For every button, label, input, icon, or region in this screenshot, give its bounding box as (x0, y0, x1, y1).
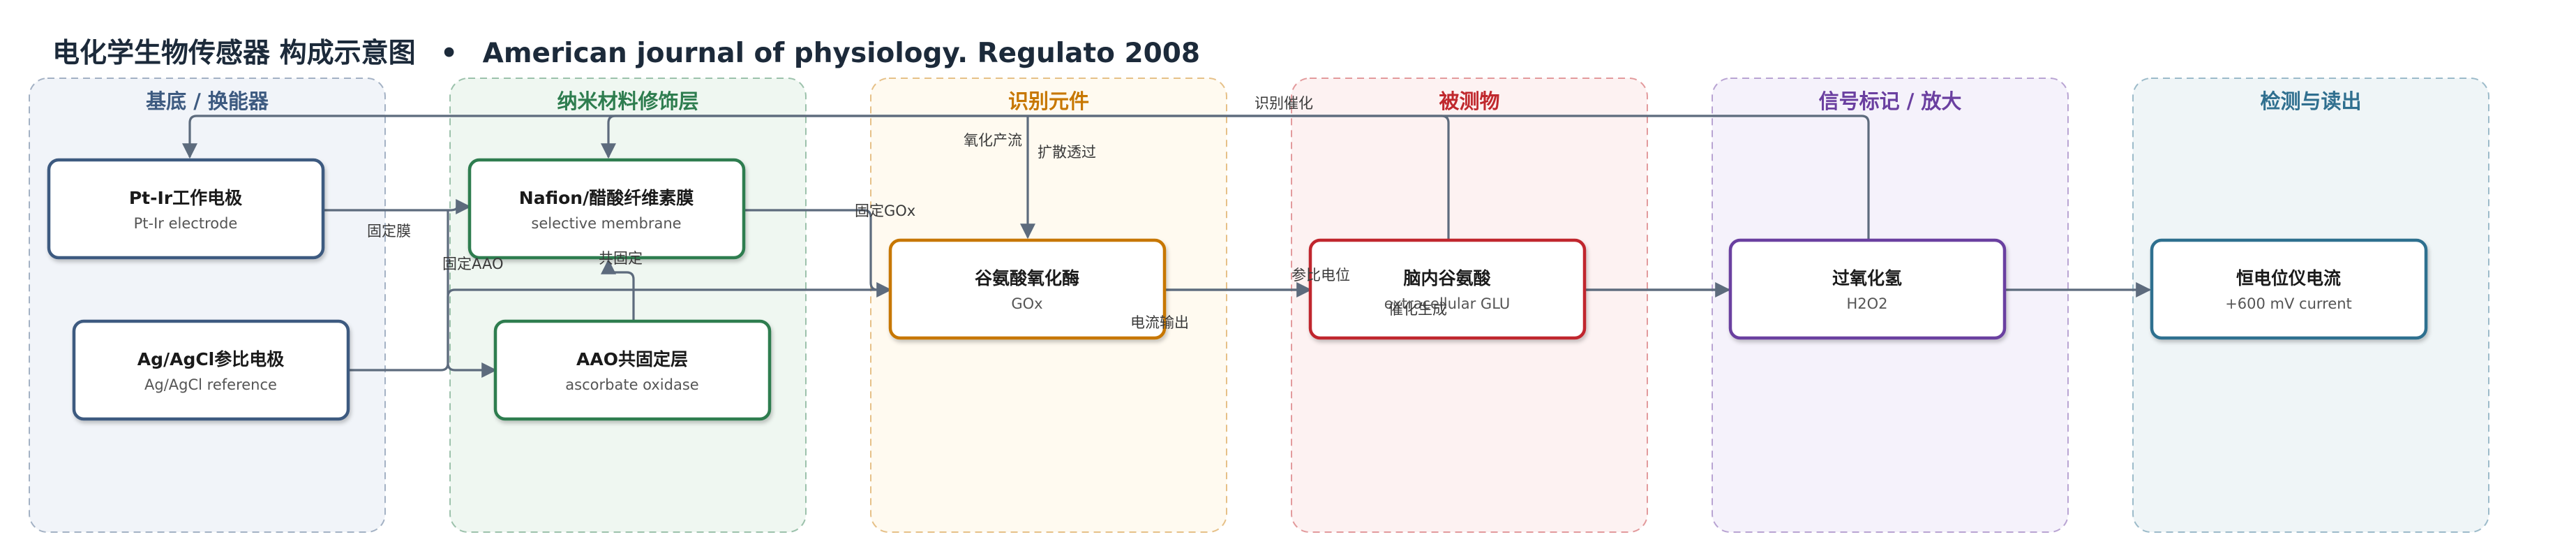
edge-label-recognize-catalyze: 识别催化 (1255, 95, 1313, 112)
group-substrate-bg (29, 78, 386, 533)
group-substrate: 基底 / 换能器 (29, 78, 386, 533)
node-potentiostat-current[interactable]: 恒电位仪电流 +600 mV current (2150, 238, 2428, 340)
node-glutamate-oxidase-box (888, 238, 1167, 340)
group-readout-label: 检测与读出 (2260, 89, 2361, 113)
edges-layer (182, 115, 2152, 378)
node-aao-layer-subtitle: ascorbate oxidase (565, 376, 698, 393)
node-nafion-membrane[interactable]: Nafion/醋酸纤维素膜 selective membrane (467, 158, 746, 260)
node-hydrogen-peroxide[interactable]: 过氧化氢 H2O2 (1728, 238, 2007, 340)
node-ag-agcl-reference-box (72, 319, 350, 421)
group-nanomaterial-bg (449, 78, 807, 533)
edge-label-fix-membrane: 固定膜 (367, 223, 411, 240)
node-ag-agcl-reference-title: Ag/AgCl参比电极 (137, 349, 285, 369)
node-aao-layer-box (493, 319, 772, 421)
edge-label-current-output: 电流输出 (1130, 314, 1189, 331)
node-potentiostat-current-box (2150, 238, 2428, 340)
diagram-title: 电化学生物传感器 构成示意图 • American journal of phy… (52, 38, 1200, 69)
edge-label-fix-gox: 固定GOx (855, 203, 915, 219)
edge-label-fix-aao: 固定AAO (442, 256, 503, 272)
node-potentiostat-current-subtitle: +600 mV current (2225, 295, 2352, 312)
node-hydrogen-peroxide-box (1728, 238, 2007, 340)
node-brain-glutamate-subtitle: extracellular GLU (1384, 295, 1510, 312)
group-nanomaterial-label: 纳米材料修饰层 (557, 89, 698, 113)
diagram-title-source: American journal of physiology. Regulato… (483, 38, 1200, 69)
node-hydrogen-peroxide-title: 过氧化氢 (1832, 268, 1902, 288)
node-glutamate-oxidase-subtitle: GOx (1011, 295, 1042, 312)
node-nafion-membrane-subtitle: selective membrane (531, 215, 681, 232)
group-nanomaterial: 纳米材料修饰层 (449, 78, 807, 533)
edge-label-co-immobilize: 共固定 (599, 250, 643, 267)
node-brain-glutamate-box (1308, 238, 1587, 340)
edge-label-catalyze-generate: 催化生成 (1388, 301, 1447, 318)
node-hydrogen-peroxide-subtitle: H2O2 (1846, 295, 1887, 312)
node-nafion-membrane-box (467, 158, 746, 260)
node-ag-agcl-reference-subtitle: Ag/AgCl reference (144, 376, 277, 393)
node-brain-glutamate[interactable]: 脑内谷氨酸 extracellular GLU (1308, 238, 1587, 340)
title-separator: • (440, 38, 458, 69)
edge-aao-to-nafion (601, 258, 635, 321)
groups-layer: 基底 / 换能器 纳米材料修饰层 识别元件 被测物 信号标记 / 放大 检测与读… (29, 78, 2489, 533)
node-pt-ir-electrode-subtitle: Pt-Ir electrode (134, 215, 238, 232)
group-substrate-label: 基底 / 换能器 (146, 89, 269, 113)
diagram-title-main: 电化学生物传感器 构成示意图 (52, 38, 416, 69)
edge-label-oxidize-current: 氧化产流 (964, 132, 1022, 149)
nodes-layer: Pt-Ir工作电极 Pt-Ir electrode Ag/AgCl参比电极 Ag… (47, 158, 2428, 421)
edge-label-reference-potential: 参比电位 (1291, 267, 1350, 284)
node-glutamate-oxidase[interactable]: 谷氨酸氧化酶 GOx (888, 238, 1167, 340)
node-pt-ir-electrode[interactable]: Pt-Ir工作电极 Pt-Ir electrode (47, 158, 325, 260)
node-brain-glutamate-title: 脑内谷氨酸 (1403, 268, 1491, 288)
edge-label-diffuse-through: 扩散透过 (1038, 144, 1096, 161)
node-aao-layer-title: AAO共固定层 (576, 349, 688, 369)
node-ag-agcl-reference[interactable]: Ag/AgCl参比电极 Ag/AgCl reference (72, 319, 350, 421)
node-pt-ir-electrode-title: Pt-Ir工作电极 (129, 188, 242, 208)
group-signal-label: 信号标记 / 放大 (1819, 89, 1962, 113)
group-analyte-label: 被测物 (1439, 89, 1499, 113)
node-glutamate-oxidase-title: 谷氨酸氧化酶 (975, 268, 1079, 288)
node-aao-layer[interactable]: AAO共固定层 ascorbate oxidase (493, 319, 772, 421)
edge-labels-layer: 固定膜 固定AAO 共固定 固定GOx 识别催化 催化生成 氧化产流 扩散透过 … (367, 95, 1447, 331)
edge-ag-to-potentiostat (349, 282, 2152, 372)
group-recognition-label: 识别元件 (1008, 89, 1089, 113)
edge-pt-to-nafion (324, 199, 472, 214)
node-nafion-membrane-title: Nafion/醋酸纤维素膜 (519, 188, 694, 208)
node-potentiostat-current-title: 恒电位仪电流 (2236, 268, 2341, 288)
edge-h2o2-to-nafion (601, 115, 1870, 239)
node-pt-ir-electrode-box (47, 158, 325, 260)
